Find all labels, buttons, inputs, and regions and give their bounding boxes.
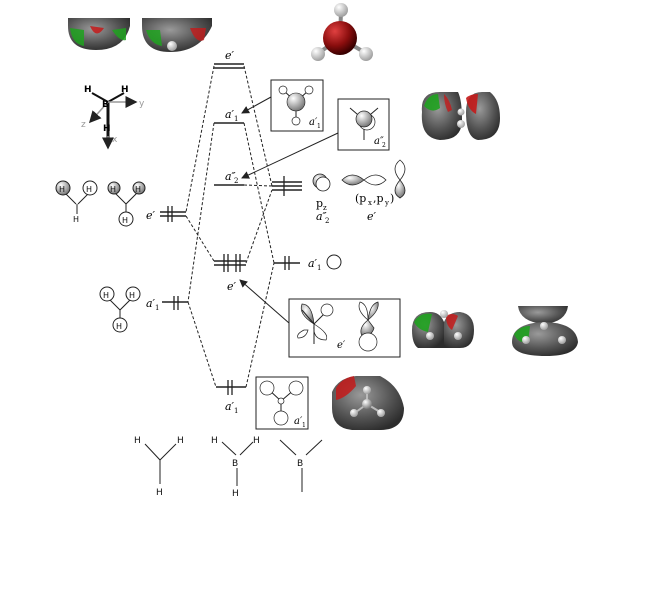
pz-label: p [316,197,323,210]
pxpy-y: y [384,199,389,207]
left-label-a1: a′ [146,297,156,310]
left-h3-orbital-e-2: H H H [107,181,146,227]
svg-text:H: H [110,185,116,194]
label-e-prime-top: e′ [225,49,235,62]
bottom-b-structure: B [279,439,323,492]
svg-text:H: H [122,216,128,225]
right-fragment-electrons [283,176,290,270]
box3-label: e′ [337,340,346,351]
axis-h-left: H [84,85,92,95]
orbital-render-e-prime-2 [512,306,578,356]
label-a1-low-sub: 1 [234,407,238,415]
svg-text:B: B [232,459,238,469]
left-h3-orbital-e-1: H H H [55,180,98,224]
arrow-box2 [241,132,339,179]
svg-text:B: B [297,459,303,469]
left-label-e-prime: e′ [146,209,156,222]
svg-text:H: H [253,436,260,446]
right-fragment-levels [272,181,302,264]
box2-label: a″ [374,136,384,147]
orbital-render-top-left-2 [142,18,212,52]
svg-text:H: H [134,436,141,446]
axis-y-label: y [139,99,145,109]
box4-label: a′ [294,416,303,427]
svg-text:H: H [129,291,135,300]
svg-text:H: H [86,185,92,194]
svg-text:H: H [177,436,184,446]
orbital-render-top-left-1 [68,18,130,50]
svg-text:H: H [103,291,109,300]
axis-h-bottom: H [103,124,111,134]
arrow-box1 [241,96,272,114]
electrons [223,254,241,395]
pxpy-sym: e′ [367,210,377,223]
mo-levels [214,63,246,388]
label-a2-mid: a″ [225,170,237,183]
svg-text:H: H [211,436,218,446]
orbital-box-a1-upper: a′ 1 [270,79,324,132]
left-h3-orbital-a1: H H H [99,286,141,333]
pz-sym-label: a″ [316,210,328,223]
bottom-h3-structure: H H H [134,436,184,498]
right-label-a1: a′ [308,257,318,270]
bh3-ball-model [311,3,373,61]
box2-sub: 2 [382,142,386,149]
pz-label-sub: z [323,204,327,212]
label-a1-low: a′ [225,400,235,413]
pxpy-mid: ,p [373,192,384,205]
svg-text:H: H [156,488,163,498]
orbital-box-a1-low: a′ 1 [255,376,309,430]
label-a1-upper-sub: 1 [234,115,238,123]
svg-text:H: H [232,489,239,499]
boron-px-orbital [341,174,387,186]
box1-label: a′ [309,117,318,128]
orbital-render-a1-low [332,376,404,430]
svg-text:H: H [73,215,79,224]
svg-text:H: H [116,322,122,331]
axis-h-right: H [121,85,129,95]
label-a2-mid-sub: 2 [234,177,238,185]
svg-text:H: H [59,185,65,194]
axis-x-label: x [112,135,118,145]
bottom-bh3-structure: H H B H [211,436,260,499]
pz-sym-sub: 2 [325,217,329,225]
axis-z-label: z [81,120,86,130]
box1-sub: 1 [317,123,321,130]
label-a1-upper: a′ [225,108,235,121]
pxpy-x: x [368,199,372,207]
orbital-box-e-prime: e′ [288,298,401,358]
right-label-a1-sub: 1 [317,264,321,272]
pxpy-open: (p [355,192,366,205]
left-fragment-levels [160,211,188,303]
orbital-render-e-prime-1 [412,310,474,348]
pxpy-close: ) [390,192,394,205]
orbital-render-a2-dprime [421,92,500,140]
svg-text:H: H [135,185,141,194]
boron-pz-orbital [312,173,331,192]
left-label-a1-sub: 1 [155,304,159,312]
left-fragment-electrons [167,206,179,310]
arrow-box3 [239,279,290,324]
axis-boron-label: B [102,100,109,110]
boron-s-orbital [326,254,342,270]
axis-system: H H B H y z x [81,85,145,150]
boron-py-orbital [394,159,406,199]
box4-sub: 1 [302,422,306,429]
label-e-prime-mid: e′ [227,280,237,293]
orbital-box-a2-dprime: a″ 2 [337,98,390,151]
